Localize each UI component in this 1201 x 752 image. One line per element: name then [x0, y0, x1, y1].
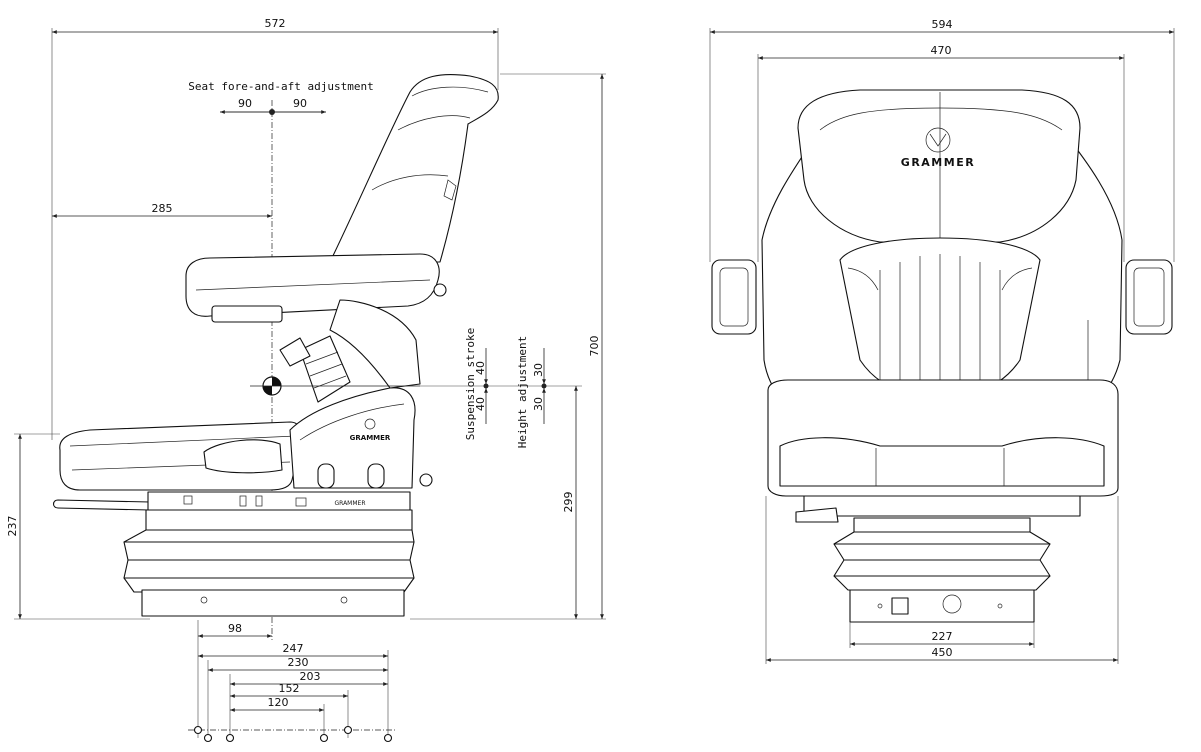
dim-470-label: 470 [931, 44, 952, 57]
dimension-285: 285 [52, 202, 272, 218]
front-view: 594 470 GRAMMER [709, 18, 1175, 664]
dim-247-label: 247 [283, 642, 304, 655]
rail-plate-side: GRAMMER [145, 491, 413, 531]
dimension-450: 450 [765, 496, 1119, 664]
suspension-stroke: Suspension stroke 40 40 [464, 328, 489, 441]
fore-aft-left-value: 90 [238, 97, 252, 110]
backrest-side [329, 74, 499, 263]
dim-120-label: 120 [268, 696, 289, 709]
dim-203-label: 203 [300, 670, 321, 683]
side-logo-text: GRAMMER [350, 434, 391, 442]
seat-cushion-front [767, 379, 1119, 497]
bellows-front [833, 517, 1051, 623]
bellows-side [123, 529, 415, 617]
rail-plate-front [803, 495, 1081, 517]
height-up-value: 30 [532, 363, 545, 377]
dim-227-label: 227 [932, 630, 953, 643]
fore-aft-adjustment: Seat fore-and-aft adjustment 90 90 [188, 80, 374, 115]
rail-label: GRAMMER [335, 500, 366, 507]
dimension-594: 594 [709, 18, 1175, 262]
dimension-700: 700 [410, 73, 606, 620]
dim-700-label: 700 [588, 336, 601, 357]
seat-cushion-side [59, 421, 303, 491]
suspension-label: Suspension stroke [464, 328, 477, 441]
height-down-value: 30 [532, 397, 545, 411]
fore-aft-label: Seat fore-and-aft adjustment [188, 80, 373, 93]
height-adjust-label: Height adjustment [516, 336, 529, 449]
headrest-front [797, 89, 1081, 243]
dim-299-label: 299 [562, 492, 575, 513]
suspension-up-value: 40 [474, 361, 487, 375]
lumbar-ribs [839, 237, 1041, 397]
sip-marker [250, 376, 420, 396]
handle-front [795, 507, 839, 523]
armrest-side [185, 253, 447, 323]
front-logo-text: GRAMMER [901, 156, 975, 169]
suspension-down-value: 40 [474, 397, 487, 411]
fore-aft-handle [52, 499, 151, 511]
dim-237-label: 237 [6, 516, 19, 537]
dimension-237: 237 [6, 433, 150, 620]
dimension-299: 299 [420, 385, 582, 619]
dim-230-label: 230 [288, 656, 309, 669]
dim-594-label: 594 [932, 18, 953, 31]
dimension-572: 572 [51, 17, 499, 440]
grammer-logo-front: GRAMMER [901, 127, 975, 169]
dimension-227: 227 [849, 622, 1035, 648]
side-view: 572 Seat fore-and-aft adjustment 90 90 2… [6, 17, 606, 743]
dim-572-label: 572 [265, 17, 286, 30]
dimension-470: 470 [757, 44, 1125, 262]
height-adjustment: Height adjustment 30 30 [516, 336, 547, 449]
armrest-left-front [711, 259, 757, 335]
dim-285-label: 285 [152, 202, 173, 215]
armrest-right-front [1125, 259, 1173, 335]
dim-450-label: 450 [932, 646, 953, 659]
fore-aft-right-value: 90 [293, 97, 307, 110]
dim-152-label: 152 [279, 682, 300, 695]
mounting-pattern-side: 98 247 230 203 152 120 [188, 620, 396, 743]
suspension-housing-side: GRAMMER [279, 299, 433, 489]
dim-98-label: 98 [228, 622, 242, 635]
